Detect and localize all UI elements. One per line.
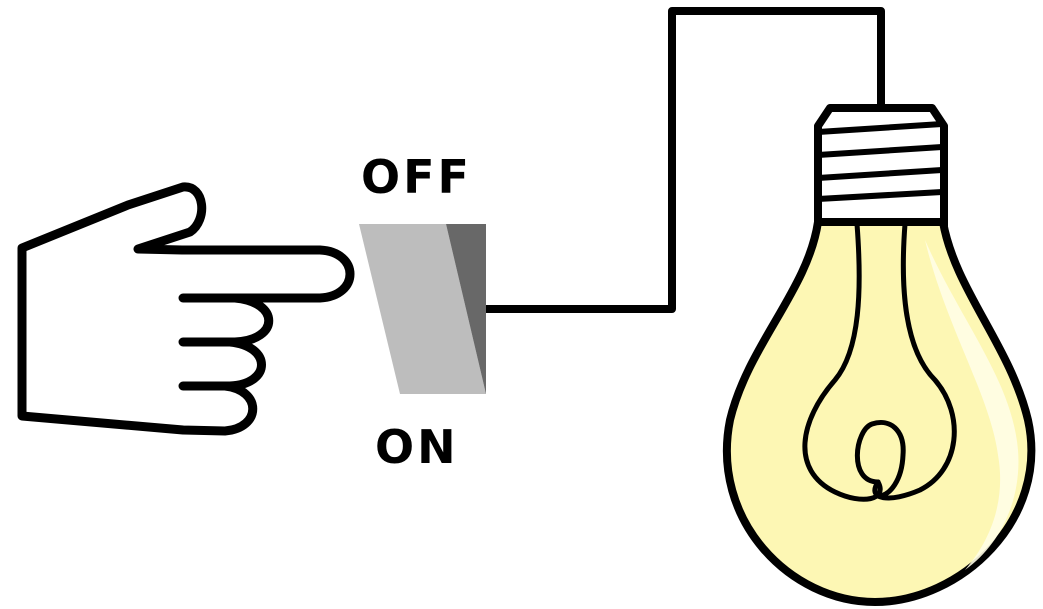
bulb-highlight bbox=[925, 240, 1019, 570]
switch-off-label: OFF bbox=[361, 150, 472, 204]
switch-side-face bbox=[446, 224, 486, 394]
switch-on-label: ON bbox=[375, 420, 459, 474]
light-bulb-icon bbox=[722, 104, 1036, 606]
switch-front-face bbox=[359, 224, 486, 394]
pointing-hand-icon bbox=[17, 182, 355, 436]
bulb-screw-threads bbox=[814, 121, 948, 226]
circuit-wire bbox=[482, 7, 885, 313]
bulb-filament bbox=[802, 221, 957, 502]
toggle-switch-icon bbox=[359, 224, 486, 394]
